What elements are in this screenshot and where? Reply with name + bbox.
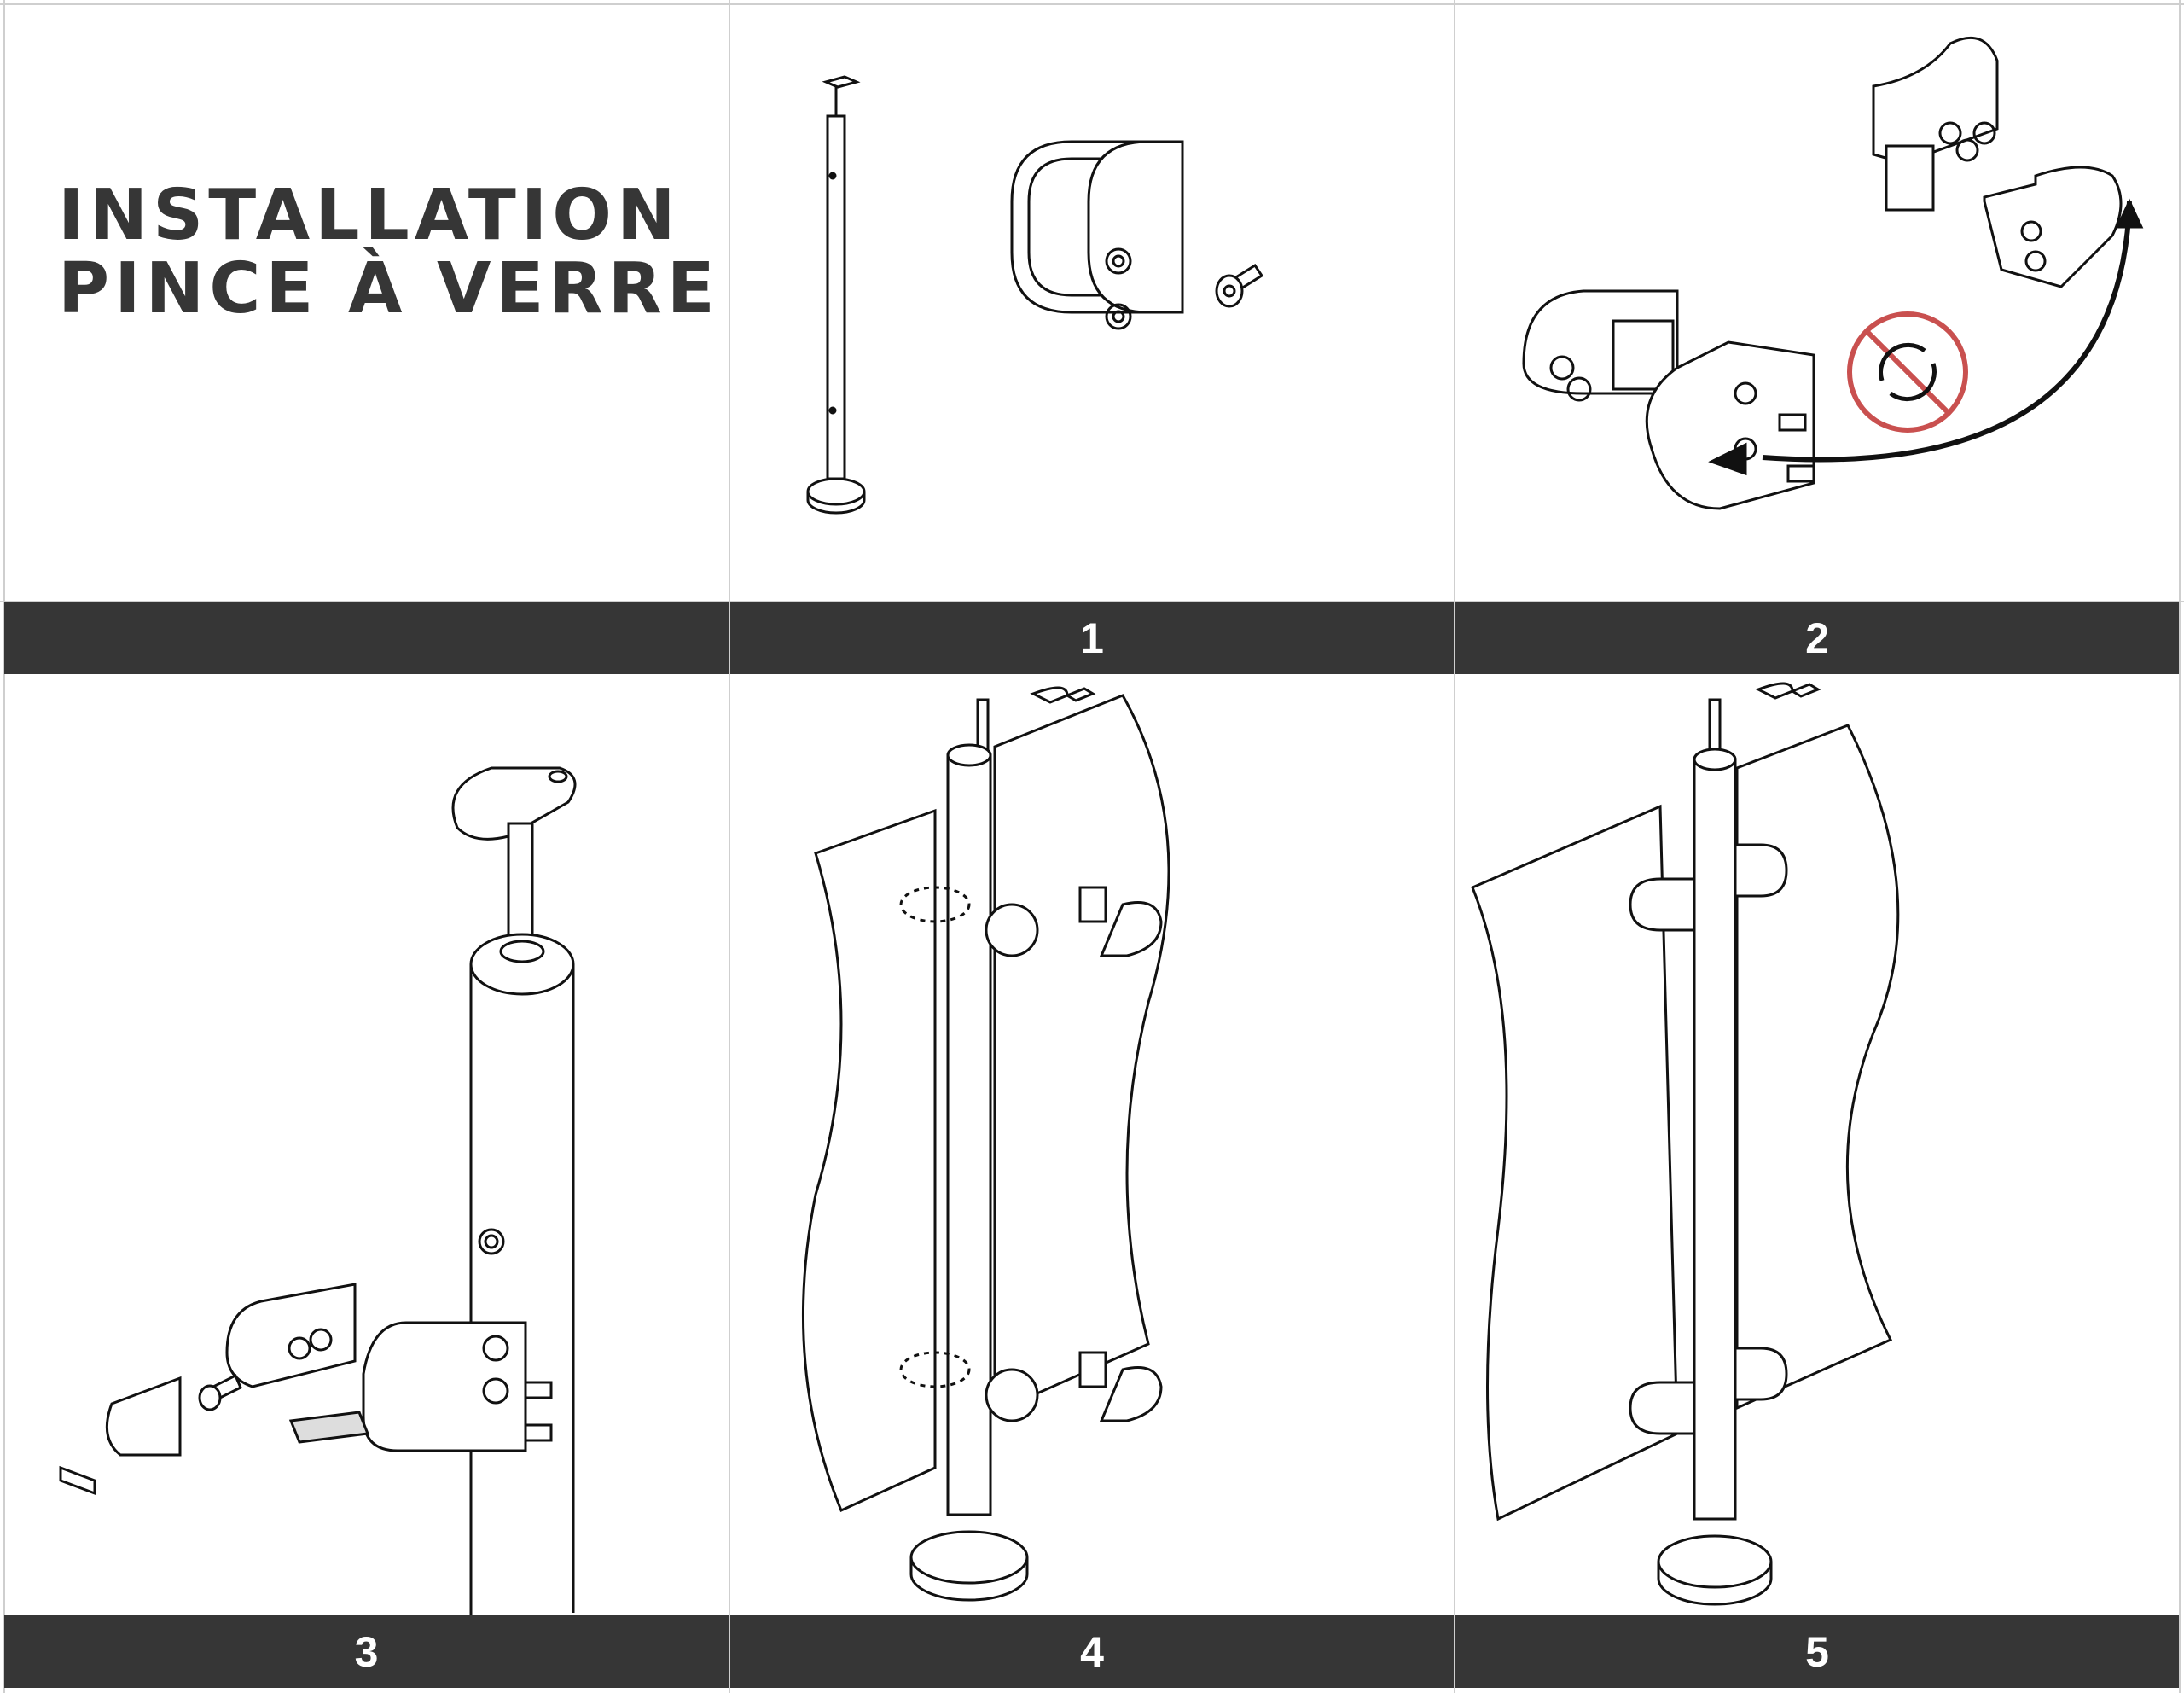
step-3-illustration [5,674,729,1615]
clamp-back-part-top-icon [1873,38,1997,210]
page-title: INSTALLATION PINCE À VERRE [58,179,720,326]
curved-arrow-icon [1763,201,2129,460]
step-1-illustration [730,5,1454,601]
screw-icon [1217,265,1262,306]
no-rotate-icon [1850,314,1966,430]
clamp-front-part-top-icon [1984,167,2121,287]
step-2-illustration [1455,5,2179,601]
post-icon [911,688,1093,1600]
handrail-saddle-icon [453,768,575,939]
step-number-4: 4 [730,1615,1454,1688]
step-number-2: 2 [1455,602,2179,674]
post-cutaway-icon [471,934,573,1615]
step-bar-intro [4,602,729,674]
glass-panel-right-icon [995,695,1169,1412]
title-line-1: INSTALLATION [58,175,681,256]
clamp-back-part-icon [1524,291,1677,400]
installed-clamps-icon [1630,845,1786,1434]
post-icon [1658,684,1818,1604]
top-border [0,3,2184,5]
column-divider-1 [729,0,730,1693]
clamp-front-part-icon [1647,342,1814,509]
step-number-3: 3 [4,1615,729,1688]
clamps-icon [901,887,1161,1421]
title-line-2: PINCE À VERRE [58,248,720,329]
glass-panel-left-icon [1472,806,1677,1519]
step-number-1: 1 [730,602,1454,674]
step-5-illustration [1455,674,2179,1615]
glass-panel-left-icon [803,811,935,1510]
right-border [2179,0,2181,1693]
step-number-5: 5 [1455,1615,2179,1688]
glass-clamp-icon [1012,142,1182,329]
left-border [3,0,5,1693]
clamp-assembly-icon [61,1284,551,1493]
column-divider-2 [1454,0,1455,1693]
glass-panel-right-icon [1737,725,1898,1408]
step-4-illustration [730,674,1454,1615]
post-icon [808,77,864,513]
